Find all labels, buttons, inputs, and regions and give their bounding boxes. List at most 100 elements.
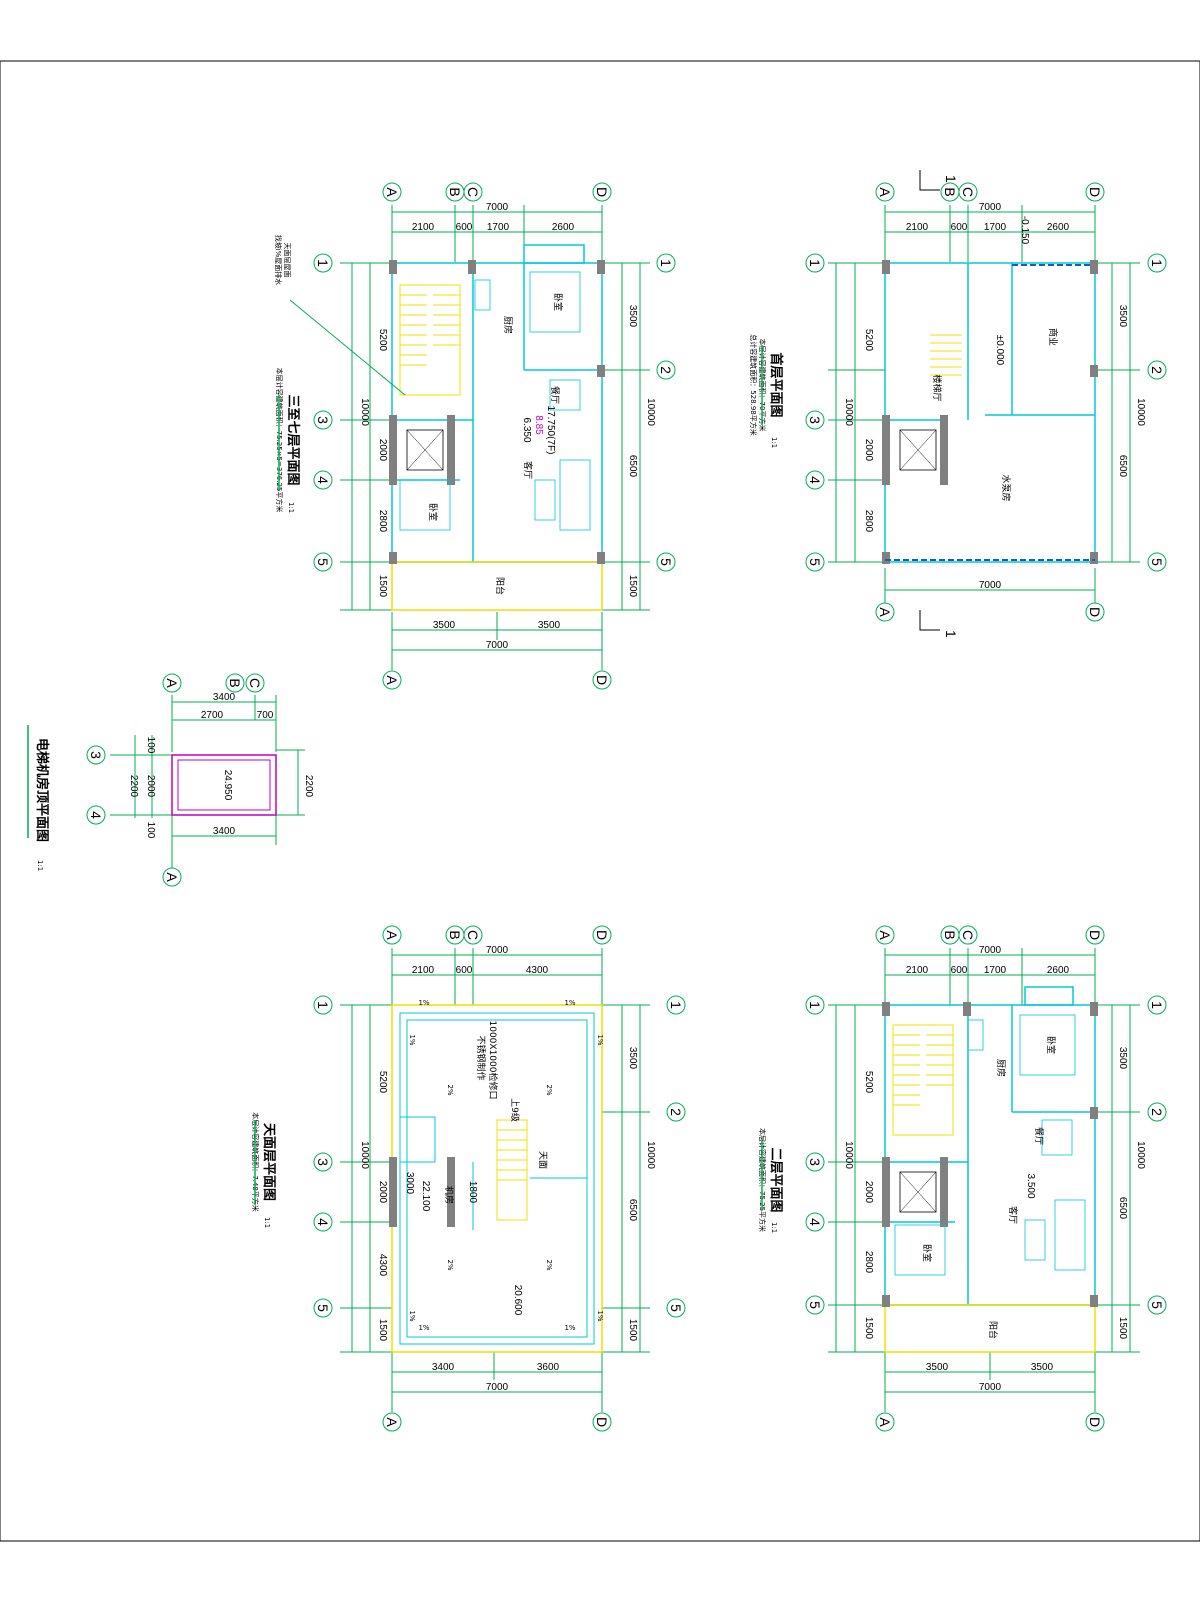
axis-label: 3 [315,416,331,424]
dim-text: 3500 [1117,305,1128,328]
first-floor-plan: A B C D A D 1 3 4 5 1 2 5 7000 2100 600 … [749,170,1167,638]
dim-text: 2600 [1047,965,1070,976]
axis-label: 1 [807,1001,823,1009]
slope-label: 1% [408,1310,416,1321]
dim-text: 700 [257,710,274,721]
room-label: 卧室 [921,1244,933,1262]
level-mark: 24.950 [222,770,233,801]
axis-label: 5 [1149,1301,1165,1309]
dim-text: 7000 [486,640,509,651]
dim-text: 600 [456,965,473,976]
dim-text: 5200 [863,1071,874,1094]
section-mark: 1 [943,630,959,638]
axis-label: 3 [807,416,823,424]
axis-label: 4 [315,476,331,484]
dim-text: 600 [456,222,473,233]
plan-scale: 1:1 [770,1222,778,1233]
dim-text: 1500 [627,1319,638,1342]
axis-label: 1 [1149,1001,1165,1009]
dim-text: 10000 [645,398,656,426]
dim-text: 2100 [412,965,435,976]
axis-label: 4 [807,476,823,484]
axis-label: C [465,930,481,940]
dim-text: 2800 [863,510,874,533]
room-label: 厨房 [995,1059,1007,1077]
room-label: 阳台 [494,577,506,595]
slope-label: 1% [418,1324,429,1332]
axis-label: 5 [315,558,331,566]
axis-label: 4 [88,811,104,819]
plan-scale: 1:1 [263,1217,271,1228]
axis-label: 4 [807,1218,823,1226]
dim-text: 3600 [537,1362,560,1373]
axis-label: A [877,930,893,940]
axis-label: A [877,607,893,617]
axis-label: 5 [807,1301,823,1309]
axis-label: B [447,930,463,939]
dim-text: 2600 [552,222,575,233]
dim-text: 6500 [627,1199,638,1222]
room-label: 卧室 [1045,1036,1057,1054]
dim-text: 7000 [979,580,1002,591]
section-mark: 1 [943,175,959,183]
level-mark: ±0.000 [994,335,1005,366]
plan-scale: 1:1 [287,502,295,513]
dim-text: 1500 [377,1319,388,1342]
dim-text: 2200 [128,775,139,798]
sheet-border [0,60,1200,1542]
axis-label: A [877,187,893,197]
level-mark-magenta: 8.85 [533,415,544,435]
dim-text: 1700 [984,965,1007,976]
dim-text: 3400 [432,1362,455,1373]
slope-label: 2% [446,1259,454,1270]
dim-text: 1700 [487,222,510,233]
dim-text: 10000 [645,1141,656,1169]
second-floor-plan: A B C D A D 1 3 4 5 1 2 5 7000 2100 600 … [758,925,1167,1432]
axis-label: 3 [315,1158,331,1166]
machine-room-outline [171,754,277,816]
dim-text: 3500 [627,305,638,328]
axis-label: C [960,930,976,940]
axis-label: 4 [315,1218,331,1226]
axis-label: D [1087,930,1103,940]
slope-label: 1% [596,1310,604,1321]
dim-text: 5200 [863,329,874,352]
dim-text: 2000 [377,439,388,462]
axis-label: 5 [315,1304,331,1312]
axis-label: 1 [668,1001,684,1009]
axis-label: 5 [658,558,674,566]
dim-text: 2100 [906,965,929,976]
typical-floor-plan: A B C D A D 1 3 4 5 1 2 5 7000 2100 600 … [274,182,676,690]
dim-text: 2000 [145,775,156,798]
dim-text: 1800 [467,1181,478,1204]
level-mark: 6.350 [521,417,532,442]
dim-text: 3400 [213,826,236,837]
axis-label: D [1087,187,1103,197]
axis-label: D [1087,607,1103,617]
axis-label: 1 [315,259,331,267]
level-mark: 22.100 [420,1181,431,1212]
axis-label: C [247,678,263,688]
dim-text: 10000 [1135,398,1146,426]
terrace-plan: A B C D A D 1 3 4 5 1 2 5 7000 2100 600 … [251,925,686,1432]
dim-text: 10000 [843,398,854,426]
slope-label: 1% [596,1034,604,1045]
axis-label: 5 [807,558,823,566]
axis-label: A [384,930,400,940]
room-label: 天面 [537,1151,548,1169]
dim-text: 2100 [906,222,929,233]
axis-label: 2 [668,1108,684,1116]
axis-label: 3 [807,1158,823,1166]
dim-text: 10000 [1135,1141,1146,1169]
dim-text: 2200 [303,775,314,798]
room-label: 机房 [443,1186,455,1204]
dim-text: 3400 [213,692,236,703]
room-label: 卧室 [552,293,564,311]
axis-label: C [960,187,976,197]
dim-text: 7000 [486,1382,509,1393]
dim-text: 7000 [486,202,509,213]
room-label: 商业 [1047,328,1059,346]
dim-text: 600 [951,222,968,233]
axis-label: 2 [658,366,674,374]
